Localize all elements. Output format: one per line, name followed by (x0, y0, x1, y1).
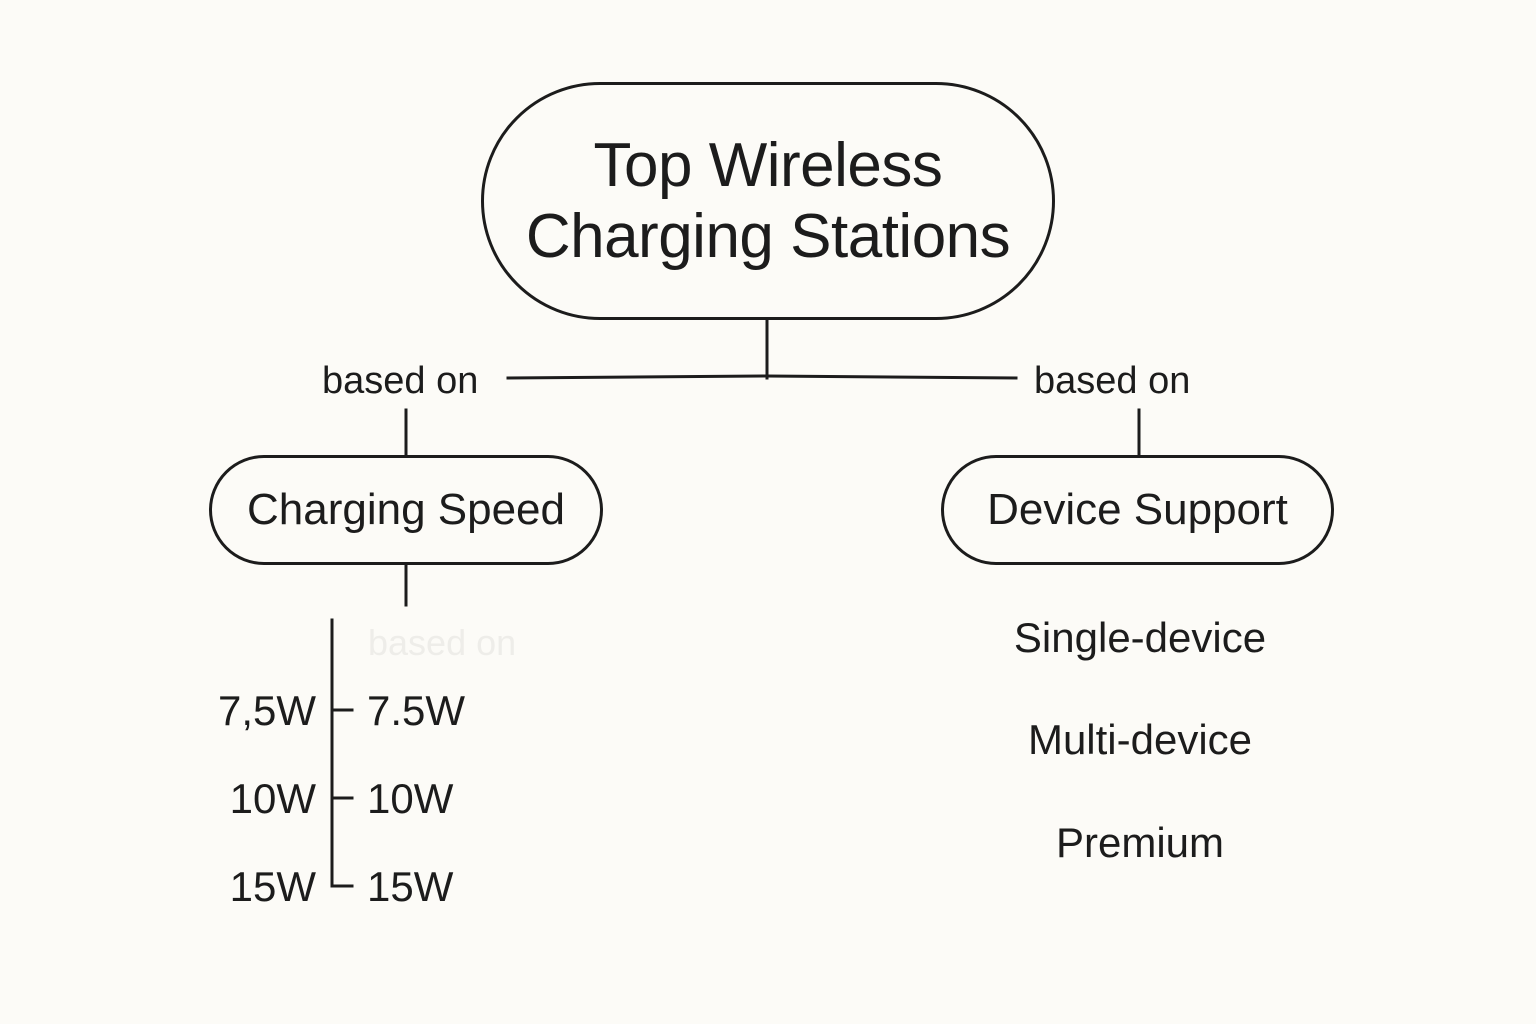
root-title-line-1: Top Wireless (593, 130, 943, 200)
device-item-single: Single-device (1013, 614, 1267, 661)
speed-right-value-2: 10W (367, 775, 454, 822)
device-support-label: Device Support (987, 485, 1288, 534)
right-branch-line (765, 374, 1018, 380)
left-branch-line (506, 374, 769, 380)
root-title: Top Wireless Charging Stations (525, 130, 1011, 273)
right-link-label: based on (1034, 360, 1191, 402)
left-link-label: based on (322, 360, 479, 402)
speed-right-value-3: 15W (367, 863, 454, 910)
device-item-premium: Premium (1055, 819, 1225, 866)
root-node: Top Wireless Charging Stations (481, 82, 1055, 320)
root-title-line-2: Charging Stations (525, 202, 1011, 271)
device-support-node: Device Support (941, 455, 1334, 565)
charging-speed-label: Charging Speed (246, 485, 565, 534)
speed-left-value-1: 7,5W (217, 687, 316, 734)
charging-speed-node: Charging Speed (209, 455, 603, 565)
speed-right-value-1: 7.5W (367, 687, 466, 734)
speed-left-value-3: 15W (229, 863, 316, 910)
faded-speed-label: based on (368, 622, 517, 663)
speed-left-value-2: 10W (229, 775, 316, 822)
device-item-multi: Multi-device (1027, 716, 1253, 763)
